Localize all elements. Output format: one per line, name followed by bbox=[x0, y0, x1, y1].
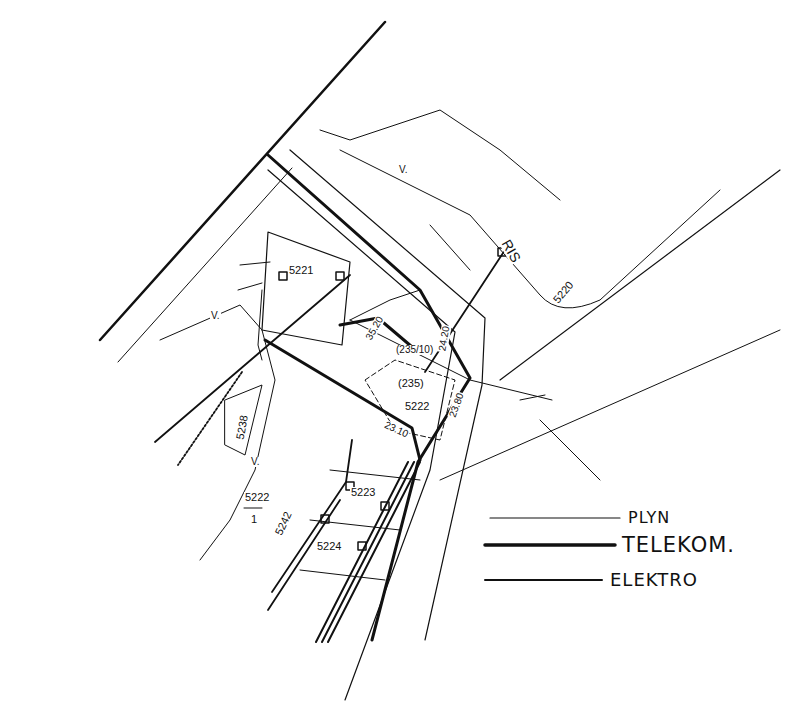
parcel-line bbox=[430, 225, 470, 270]
manhole-markers bbox=[279, 248, 506, 550]
legend-sample bbox=[490, 517, 620, 518]
parcel-line bbox=[340, 150, 720, 308]
parcel-number: 5224 bbox=[316, 541, 342, 552]
gas-line bbox=[258, 290, 262, 360]
parcel-number: 5242 bbox=[273, 509, 294, 538]
legend-sample bbox=[485, 579, 602, 581]
dimension: 35.20 bbox=[364, 314, 386, 342]
parcel-number: 5220 bbox=[551, 278, 576, 305]
parcel-number: (235/10) bbox=[395, 345, 434, 355]
telekom-line bbox=[268, 155, 470, 640]
parcel-number: 5222 bbox=[244, 492, 270, 503]
electric-line bbox=[272, 440, 352, 592]
land-use-mark: V. bbox=[398, 165, 409, 175]
land-use-mark: V. bbox=[250, 457, 261, 467]
dimension: 23.80 bbox=[447, 391, 466, 420]
parcel-line bbox=[238, 262, 270, 290]
parcel-number: 1 bbox=[250, 514, 258, 525]
parcel-number: 5238 bbox=[235, 413, 250, 441]
parcel-line bbox=[540, 420, 600, 480]
parcel-number: 5223 bbox=[350, 487, 376, 498]
legend-text: PLYN bbox=[628, 510, 670, 526]
dimension: 24.20 bbox=[437, 325, 452, 353]
parcel-line bbox=[320, 110, 560, 200]
electric-line bbox=[425, 250, 505, 372]
electric-line bbox=[155, 275, 350, 442]
electric-line bbox=[268, 500, 340, 610]
road-edge bbox=[440, 330, 780, 480]
building bbox=[262, 232, 350, 345]
electric-line bbox=[178, 372, 242, 465]
cable-bundle bbox=[316, 462, 420, 642]
parcel-number: 5221 bbox=[288, 265, 314, 276]
legend-sample bbox=[485, 543, 615, 547]
parcel-line bbox=[350, 290, 420, 320]
parcel-line bbox=[225, 385, 262, 455]
street-edge bbox=[290, 150, 485, 640]
street-edge bbox=[268, 170, 455, 700]
parcel-number: 5222 bbox=[404, 401, 430, 412]
legend-text: TELEKOM. bbox=[622, 535, 735, 556]
road-boundary bbox=[100, 22, 385, 340]
legend-text: ELEKTRO bbox=[610, 571, 698, 589]
telekom-line bbox=[265, 340, 420, 460]
parcel-number: RIS bbox=[499, 237, 524, 266]
dimension: 23.10 bbox=[382, 419, 411, 439]
parcel-number: (235) bbox=[397, 378, 425, 389]
fraction-bar bbox=[244, 508, 262, 509]
land-use-mark: V. bbox=[210, 311, 221, 321]
